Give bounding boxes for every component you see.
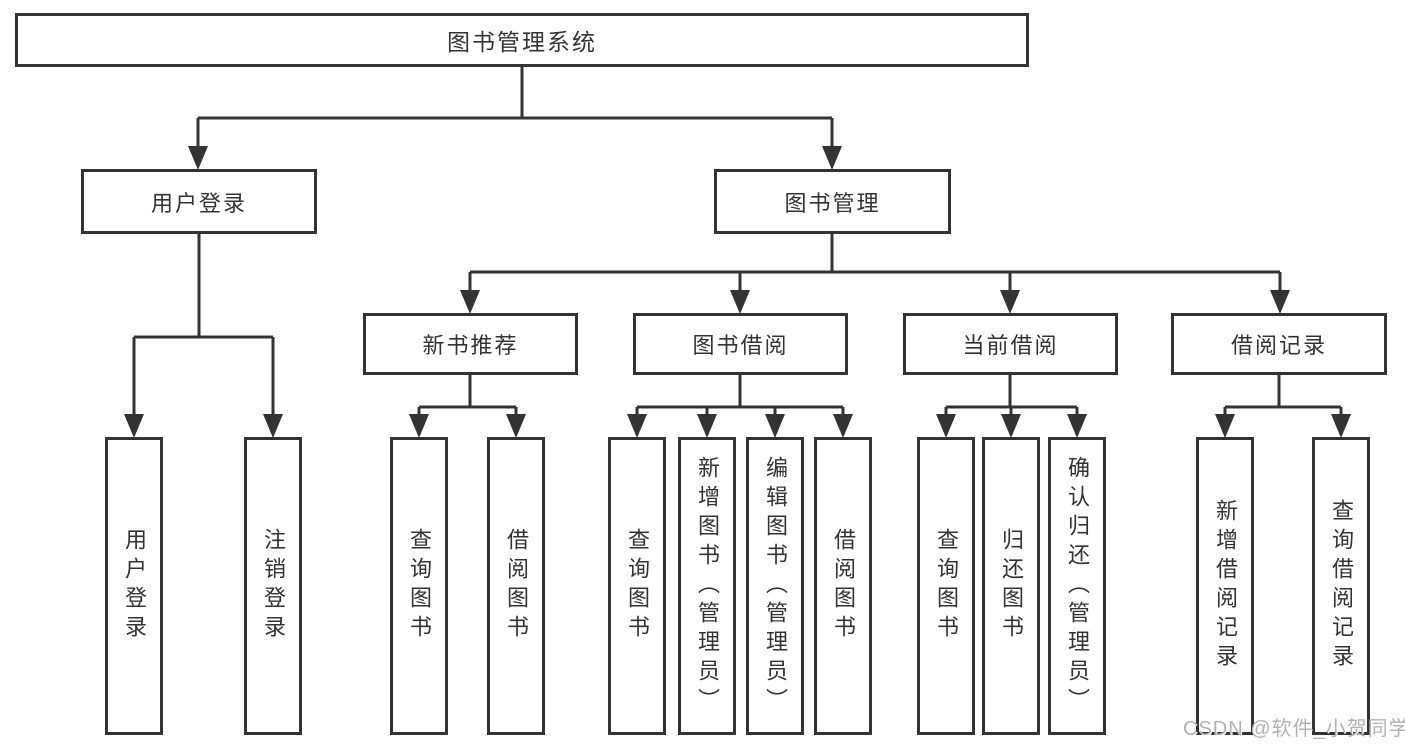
- connector-line: [132, 234, 275, 418]
- branch-borrowing-records-connector: [1215, 375, 1351, 438]
- node-book-borrowing: 图书借阅: [633, 313, 848, 375]
- connector-line: [1223, 375, 1343, 418]
- arrowhead-icon: [1000, 290, 1020, 314]
- arrowhead-icon: [1067, 414, 1087, 438]
- leaf-add-book-admin: 新增图书（管理员）: [678, 437, 736, 735]
- node-user-login: 用户登录: [81, 169, 317, 234]
- node-current-borrowing: 当前借阅: [903, 313, 1118, 375]
- arrowhead-icon: [263, 414, 283, 438]
- connector-line: [468, 234, 1282, 294]
- leaf-query-borrow-record: 查询借阅记录: [1312, 437, 1370, 735]
- connector-line: [635, 375, 845, 418]
- arrowhead-icon: [765, 414, 785, 438]
- branch-book-management-connector: [460, 234, 1290, 314]
- node-borrowing-records: 借阅记录: [1171, 313, 1387, 375]
- arrowhead-icon: [124, 414, 144, 438]
- branch-new-book-recommendation-connector: [409, 375, 526, 438]
- arrowhead-icon: [188, 146, 208, 170]
- arrowhead-icon: [409, 414, 429, 438]
- leaf-query-books-current: 查询图书: [917, 437, 975, 735]
- arrowhead-icon: [1001, 414, 1021, 438]
- leaf-query-books-recommend: 查询图书: [390, 437, 448, 735]
- arrowhead-icon: [822, 146, 842, 170]
- connector-line: [417, 375, 518, 418]
- node-root-library-management-system: 图书管理系统: [15, 13, 1029, 67]
- branch-root-connector: [188, 67, 842, 170]
- leaf-edit-book-admin: 编辑图书（管理员）: [746, 437, 804, 735]
- arrowhead-icon: [460, 290, 480, 314]
- leaf-return-books: 归还图书: [982, 437, 1040, 735]
- arrowhead-icon: [730, 290, 750, 314]
- connector-line: [196, 67, 834, 150]
- arrowhead-icon: [506, 414, 526, 438]
- leaf-query-books-borrowing: 查询图书: [608, 437, 666, 735]
- leaf-borrow-books-recommend: 借阅图书: [487, 437, 545, 735]
- arrowhead-icon: [1270, 290, 1290, 314]
- leaf-add-borrow-record: 新增借阅记录: [1196, 437, 1254, 735]
- connector-line: [944, 375, 1079, 418]
- leaf-user-login: 用户登录: [105, 437, 163, 735]
- node-new-book-recommendation: 新书推荐: [363, 313, 578, 375]
- node-book-management: 图书管理: [714, 169, 951, 234]
- branch-book-borrowing-connector: [627, 375, 853, 438]
- branch-user-login-connector: [124, 234, 283, 438]
- arrowhead-icon: [936, 414, 956, 438]
- csdn-watermark: CSDN @软件_小贺同学: [1183, 718, 1405, 740]
- arrowhead-icon: [833, 414, 853, 438]
- leaf-borrow-books-borrowing: 借阅图书: [814, 437, 872, 735]
- arrowhead-icon: [1215, 414, 1235, 438]
- arrowhead-icon: [1331, 414, 1351, 438]
- arrowhead-icon: [697, 414, 717, 438]
- branch-current-borrowing-connector: [936, 375, 1087, 438]
- leaf-logout: 注销登录: [244, 437, 302, 735]
- leaf-confirm-return-admin: 确认归还（管理员）: [1048, 437, 1106, 735]
- arrowhead-icon: [627, 414, 647, 438]
